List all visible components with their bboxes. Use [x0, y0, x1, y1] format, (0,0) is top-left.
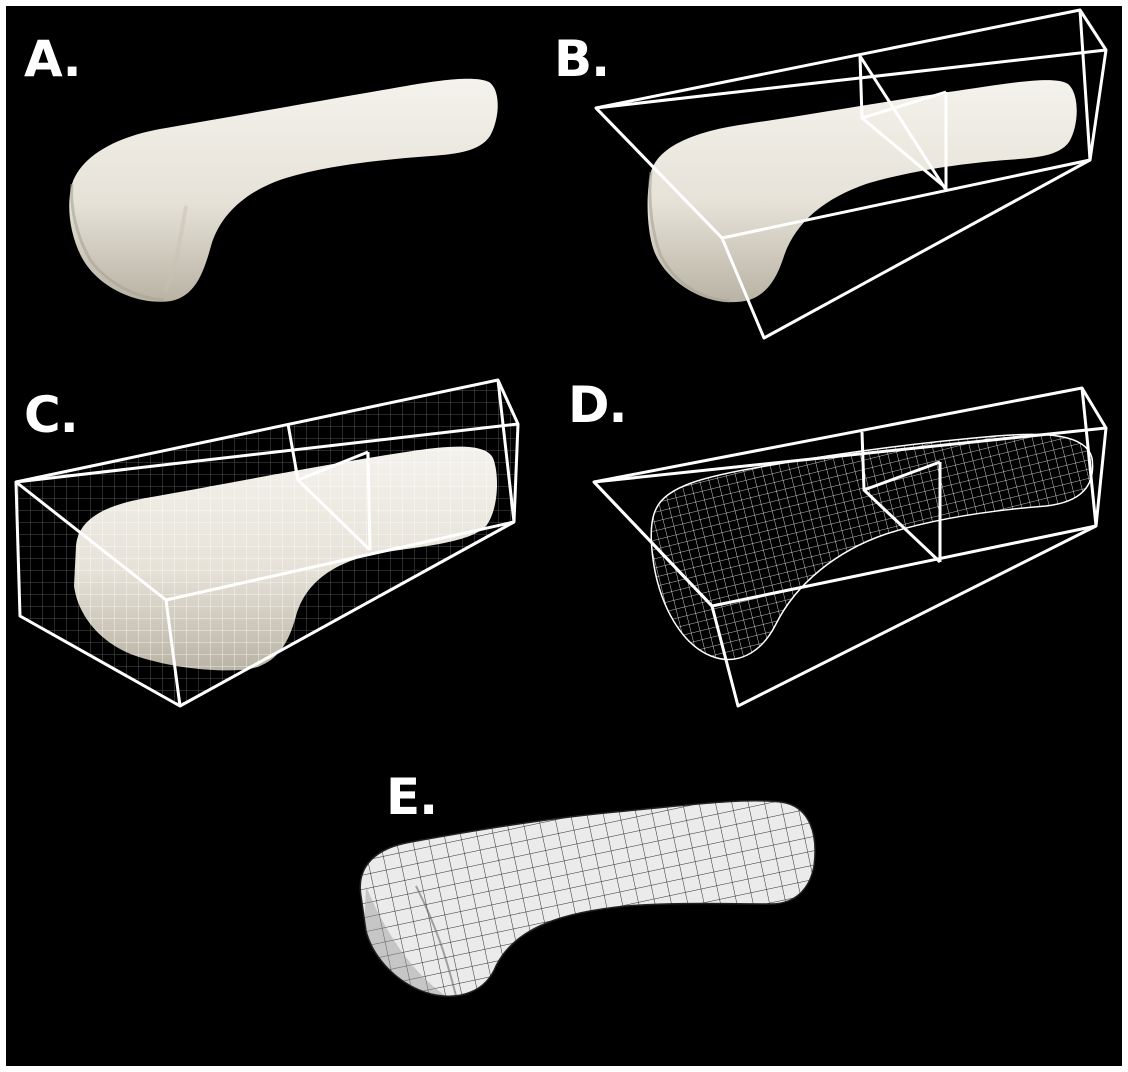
panel-d-label: D. — [568, 380, 627, 430]
panel-e-label: E. — [386, 772, 437, 822]
panel-a-bone — [69, 79, 498, 302]
panel-d-wire-bone — [636, 416, 1106, 676]
panel-a-label: A. — [24, 34, 81, 84]
figure-canvas: A. B. C. D. E. — [6, 6, 1122, 1066]
panel-b-label: B. — [554, 34, 609, 84]
panel-c-label: C. — [24, 390, 78, 440]
panel-c-grid-box — [16, 380, 518, 706]
figure-illustration — [6, 6, 1122, 1066]
